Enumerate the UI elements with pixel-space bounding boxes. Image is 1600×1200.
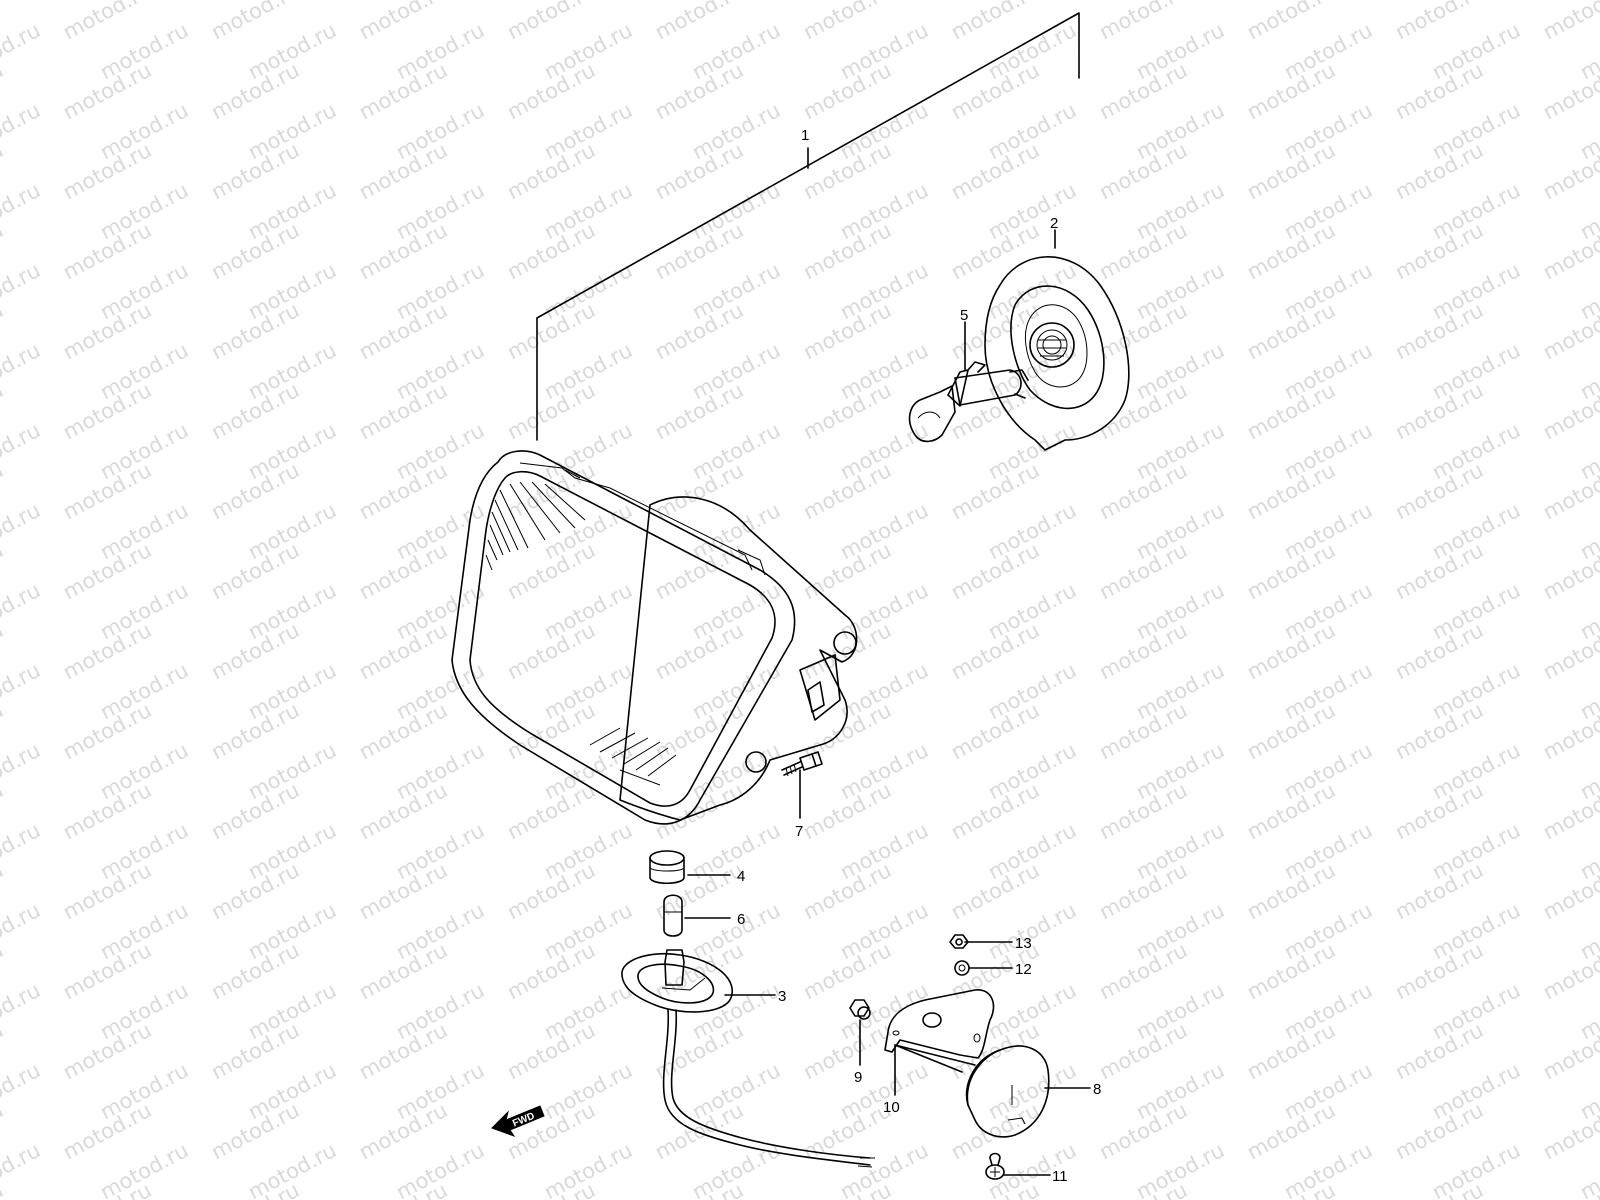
watermark-text: motod.ru [503, 0, 599, 44]
watermark-text: motod.ru [0, 98, 44, 164]
watermark-text: motod.ru [947, 0, 1043, 44]
headlight-housing[interactable] [451, 450, 858, 825]
watermark-text: motod.ru [0, 338, 44, 404]
position-bulb-6[interactable] [663, 894, 683, 937]
bulb-socket-3[interactable] [621, 949, 875, 1168]
watermark-text: motod.ru [799, 0, 895, 44]
watermark-text: motod.ru [0, 258, 44, 324]
grommet-4[interactable] [649, 850, 685, 885]
watermark-text: motod.ru [0, 0, 44, 4]
washer-12[interactable] [954, 960, 970, 976]
callout-labels: 1 2 3 4 5 6 7 8 9 10 11 12 13 [737, 127, 1101, 1185]
callout-4[interactable]: 4 [737, 868, 745, 885]
watermark-text: motod.ru [1391, 0, 1487, 44]
callout-11[interactable]: 11 [1052, 1168, 1068, 1185]
screw-11[interactable] [985, 1152, 1005, 1180]
headlight-bulb[interactable] [908, 361, 1029, 443]
bulb-socket-cover[interactable] [984, 256, 1130, 451]
watermark-text: motod.ru [1539, 0, 1600, 44]
watermark-text: motod.ru [651, 0, 747, 44]
watermark-text: motod.ru [0, 18, 44, 84]
callout-1[interactable]: 1 [801, 127, 809, 144]
callout-3[interactable]: 3 [778, 988, 786, 1005]
screw-7[interactable] [781, 751, 823, 777]
watermark-text: motod.ru [1576, 0, 1600, 4]
leader-lines [684, 229, 1091, 1176]
callout-10[interactable]: 10 [883, 1099, 900, 1116]
callout-6[interactable]: 6 [737, 911, 745, 928]
lens-shading-bottom [589, 727, 677, 786]
watermark-text: motod.ru [0, 418, 44, 484]
callout-12[interactable]: 12 [1015, 961, 1032, 978]
bracket-10[interactable] [884, 989, 995, 1059]
callout-9[interactable]: 9 [854, 1069, 862, 1086]
callout-7[interactable]: 7 [795, 823, 803, 840]
watermark-text: motod.ru [0, 898, 44, 964]
watermark-text: motod.ru [1095, 0, 1191, 44]
watermark-text: motod.ru [0, 658, 44, 724]
watermark-text: motod.ru [0, 1058, 44, 1124]
watermark-text: motod.ru [0, 818, 44, 884]
watermark-text: motod.ru [0, 178, 44, 244]
part-1-bracket [536, 12, 1080, 441]
watermark-text: motod.ru [0, 1138, 44, 1200]
callout-5[interactable]: 5 [960, 307, 968, 324]
watermark-text: motod.ru [0, 578, 44, 644]
watermark-text: motod.ru [0, 738, 44, 804]
watermark-text: motod.ru [207, 0, 303, 44]
cap-8[interactable] [965, 1045, 1050, 1138]
callout-13[interactable]: 13 [1015, 935, 1032, 952]
watermark-text: motod.ru [0, 978, 44, 1044]
bolt-9[interactable] [849, 999, 871, 1020]
callout-8[interactable]: 8 [1093, 1081, 1101, 1098]
watermark-text: motod.ru [1243, 0, 1339, 44]
watermark-text: motod.ru [355, 0, 451, 44]
lens-shading [485, 481, 586, 571]
watermark-text: motod.ru [59, 0, 155, 44]
watermark-text: motod.ru [0, 498, 44, 564]
callout-2[interactable]: 2 [1050, 215, 1058, 232]
